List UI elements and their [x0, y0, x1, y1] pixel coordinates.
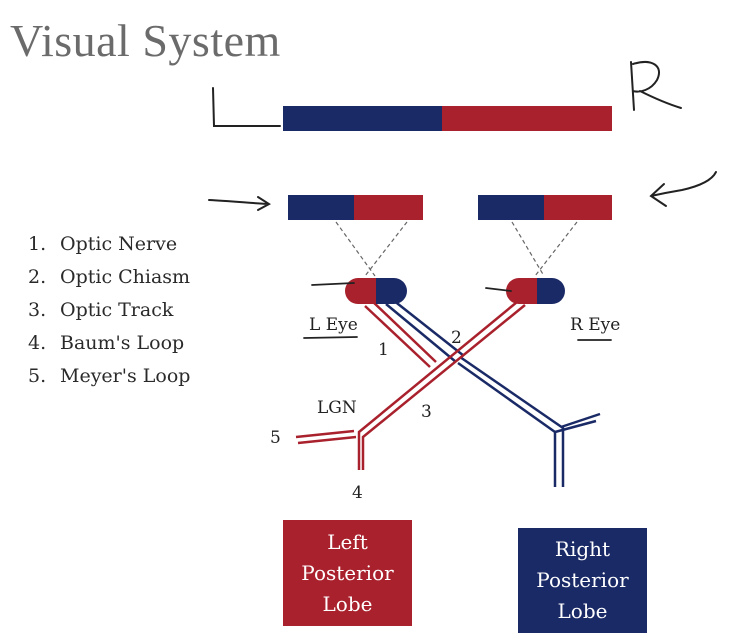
pathway-number-3: 3: [421, 402, 432, 422]
legend-item-number: 4.: [28, 332, 47, 354]
legend-item: 1. Optic Nerve: [28, 228, 190, 261]
left-eye-label: L Eye: [309, 315, 358, 335]
right-eye-field-bar-blue: [478, 195, 544, 220]
handwritten-mark-left-eye: [311, 282, 355, 286]
right-lobe-line: Posterior: [536, 568, 629, 592]
projection-lines: [335, 221, 578, 277]
legend-item-number: 5.: [28, 365, 47, 387]
pathway-number-5: 5: [270, 428, 281, 448]
legend-item-number: 1.: [28, 233, 47, 255]
left-eye: [345, 278, 407, 304]
legend-item-label: Baum's Loop: [60, 332, 185, 354]
handwritten-arrow-left: [649, 171, 717, 207]
legend-item-label: Meyer's Loop: [60, 365, 191, 387]
pathway-number-1: 1: [378, 340, 389, 360]
pathway-number-2: 2: [451, 328, 462, 348]
legend-item: 3. Optic Track: [28, 294, 190, 327]
left-lobe-line: Left: [327, 529, 368, 554]
right-eye-label: R Eye: [570, 315, 620, 335]
left-posterior-lobe-box: Left Posterior Lobe: [283, 520, 412, 626]
legend-item: 2. Optic Chiasm: [28, 261, 190, 294]
legend-item-label: Optic Track: [60, 299, 174, 321]
red-pathway: [295, 299, 526, 470]
visual-field-bar-right: [442, 106, 612, 131]
right-eye-field-bar-red: [544, 195, 612, 220]
slide-title: Visual System: [10, 15, 281, 66]
handwritten-r-glyph: [630, 61, 682, 111]
right-lobe-line: Lobe: [557, 599, 608, 623]
blue-pathway: [385, 299, 601, 487]
handwritten-bracket: [212, 87, 281, 127]
legend-list: 1. Optic Nerve 2. Optic Chiasm 3. Optic Tra…: [28, 228, 190, 393]
handwritten-underline-l-eye: [303, 336, 358, 339]
left-eye-field-bar-red: [354, 195, 423, 220]
left-eye-field-bar-blue: [288, 195, 354, 220]
right-posterior-lobe-box: Right Posterior Lobe: [518, 528, 647, 633]
left-lobe-line: Posterior: [301, 560, 394, 585]
legend-item: 5. Meyer's Loop: [28, 360, 190, 393]
lgn-label: LGN: [317, 398, 357, 418]
left-lobe-line: Lobe: [322, 591, 373, 616]
legend-item-label: Optic Nerve: [60, 233, 178, 255]
legend-item: 4. Baum's Loop: [28, 327, 190, 360]
legend-item-label: Optic Chiasm: [60, 266, 191, 288]
legend-item-number: 2.: [28, 266, 47, 288]
handwritten-mark-right-eye: [485, 287, 512, 292]
right-lobe-line: Right: [554, 537, 611, 561]
legend-item-number: 3.: [28, 299, 47, 321]
handwritten-arrow-right: [208, 196, 271, 211]
right-eye: [506, 278, 565, 304]
pathway-number-4: 4: [352, 483, 363, 503]
visual-field-bar-left: [283, 106, 442, 131]
